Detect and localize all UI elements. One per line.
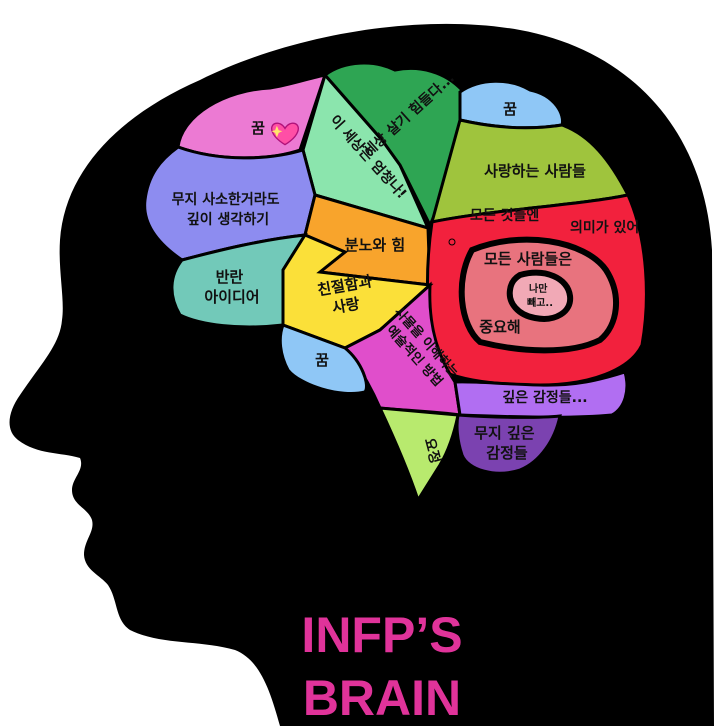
region-very-deep [455, 413, 562, 475]
title-line1: INFP’S [301, 607, 462, 663]
label-think-deep-line1: 무지 사소한거라도 [172, 192, 280, 208]
region-fairy [377, 406, 460, 504]
label-meaning-part1: 모든 것들엔 [470, 207, 539, 224]
label-deep-emotions: 깊은 감정들... [502, 389, 587, 406]
label-think-deep: 무지 사소한거라도 깊이 생각하기 [172, 192, 285, 228]
label-fairy: 요정 [421, 436, 444, 465]
label-except-me-line1: 나만 [529, 282, 548, 295]
label-think-deep-line2: 깊이 생각하기 [187, 211, 269, 228]
label-meaning: 모든 것들엔 의미가 있어 [470, 207, 639, 236]
label-dream-top-right: 꿈 [503, 100, 517, 118]
label-kind-love-line2: 사랑 [331, 294, 362, 317]
label-everyone-line1: 모든 사람들은 [484, 250, 572, 268]
label-rebel: 반란 아이디어 [204, 268, 259, 306]
label-very-deep: 무지 깊은 감정들 [474, 424, 540, 462]
label-loved-ones: 사랑하는 사람들 [484, 162, 586, 180]
label-except-me: 나만 빼고.. [527, 282, 553, 309]
label-dream-top-left: 꿈 [251, 119, 265, 137]
label-rebel-line2: 아이디어 [204, 288, 259, 306]
label-dream-bottom: 꿈 [315, 351, 329, 369]
label-except-me-line2: 빼고.. [527, 296, 553, 309]
label-rebel-line1: 반란 [216, 268, 244, 286]
region-except-me-core [506, 269, 574, 322]
title-line2: BRAIN [303, 670, 461, 726]
bubble-dot [448, 238, 456, 246]
label-anger: 분노와 힘 [345, 236, 405, 254]
label-very-deep-line1: 무지 깊은 [474, 424, 535, 442]
label-everyone-line2: 중요해 [479, 318, 520, 336]
sparkle-heart-icon [271, 122, 299, 146]
region-rebel [170, 233, 308, 329]
label-very-deep-line2: 감정들 [486, 444, 528, 462]
label-meaning-part2: 의미가 있어 [570, 219, 639, 236]
region-dream-bottom [278, 323, 368, 395]
